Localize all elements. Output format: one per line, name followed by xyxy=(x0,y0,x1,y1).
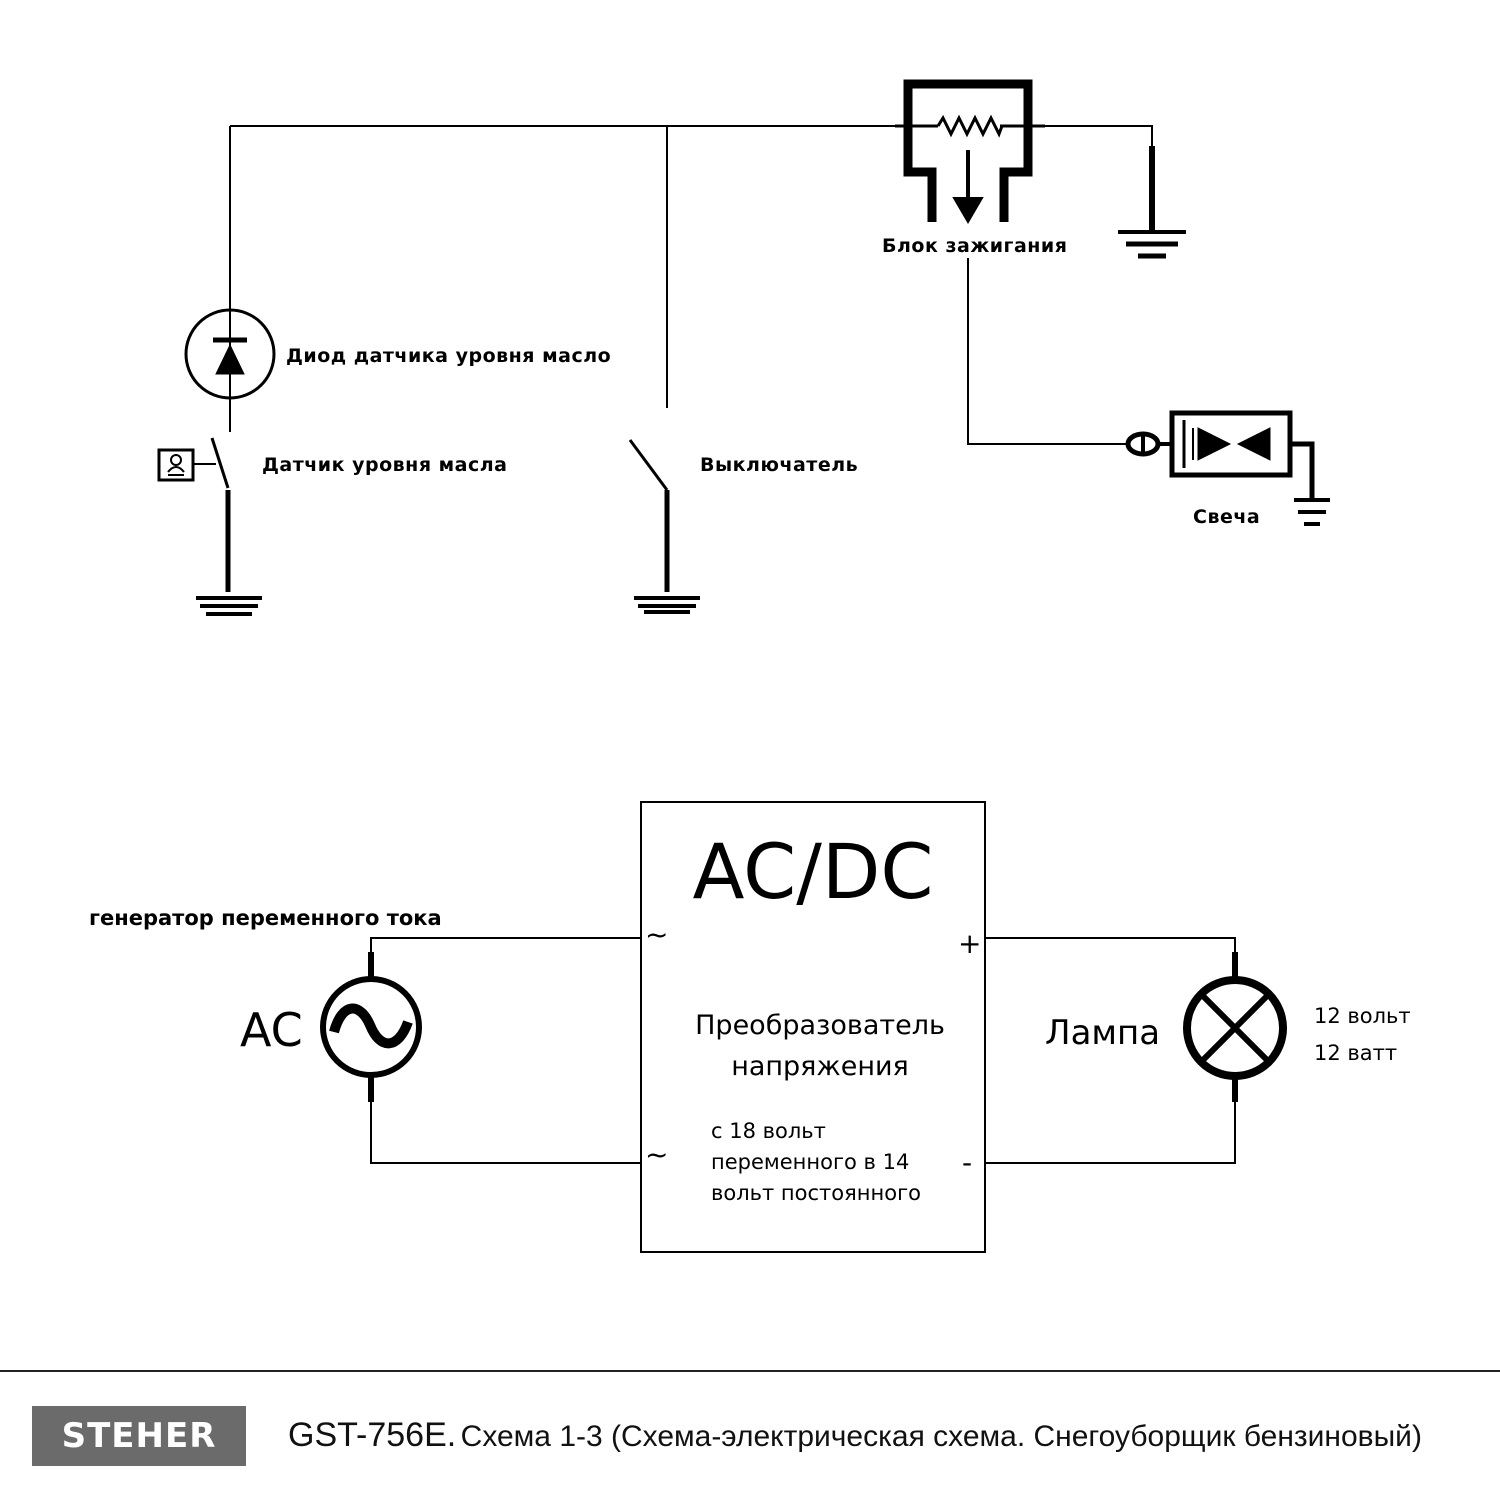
logo-text: STEHER xyxy=(61,1416,217,1456)
ground-icon-ignition xyxy=(1118,146,1186,259)
lamp-icon xyxy=(1183,952,1287,1102)
tilde-top: ~ xyxy=(645,918,668,951)
lamp-bottom-wire xyxy=(985,1078,1236,1164)
ac-bottom-wire xyxy=(370,1075,641,1164)
ground-wire-right xyxy=(1045,125,1153,146)
lamp-top-wire xyxy=(985,937,1236,980)
switch-icon xyxy=(628,439,670,592)
spark-plug-icon xyxy=(1125,410,1330,526)
lamp-power: 12 ватт xyxy=(1314,1041,1397,1065)
converter-box xyxy=(640,801,986,1253)
generator-label: генератор переменного тока xyxy=(89,906,442,930)
switch-label: Выключатель xyxy=(700,454,858,476)
tilde-bottom: ~ xyxy=(645,1138,668,1171)
ac-top-wire xyxy=(370,937,641,978)
ground-icon-oil-sensor xyxy=(196,596,262,616)
ignition-to-plug-wire xyxy=(967,258,1130,445)
converter-desc-line3: вольт постоянного xyxy=(711,1181,921,1205)
converter-name-line1: Преобразователь xyxy=(695,1010,945,1041)
ground-icon-switch xyxy=(634,596,700,614)
plus-terminal: + xyxy=(958,927,981,960)
lamp-voltage: 12 вольт xyxy=(1314,1004,1411,1028)
converter-desc-line1: с 18 вольт xyxy=(711,1119,826,1143)
ignition-block-icon xyxy=(895,79,1045,224)
ac-label: AC xyxy=(240,1003,303,1057)
lamp-label: Лампа xyxy=(1045,1013,1160,1053)
caption-description: Схема 1-3 (Схема-электрическая схема. Сн… xyxy=(460,1420,1422,1453)
footer-divider xyxy=(0,1370,1500,1372)
footer-caption: GST-756E. Схема 1-3 (Схема-электрическая… xyxy=(288,1416,1422,1455)
oil-sensor-label: Датчик уровня масла xyxy=(262,454,507,476)
steher-logo: STEHER xyxy=(32,1406,246,1466)
spark-plug-label: Свеча xyxy=(1193,506,1260,528)
converter-name-line2: напряжения xyxy=(731,1051,909,1082)
minus-terminal: - xyxy=(962,1146,972,1179)
converter-title: AC/DC xyxy=(693,827,934,916)
ignition-label: Блок зажигания xyxy=(882,235,1067,257)
oil-sensor-switch-icon xyxy=(157,437,231,592)
diode-icon xyxy=(184,300,276,432)
diode-label: Диод датчика уровня масло xyxy=(286,345,611,367)
converter-desc-line2: переменного в 14 xyxy=(711,1150,909,1174)
model-name: GST-756E. xyxy=(288,1416,457,1454)
wiring-diagram: Блок зажигания Диод датчика уровня масло… xyxy=(89,79,1411,1253)
ac-source-icon xyxy=(320,952,422,1102)
